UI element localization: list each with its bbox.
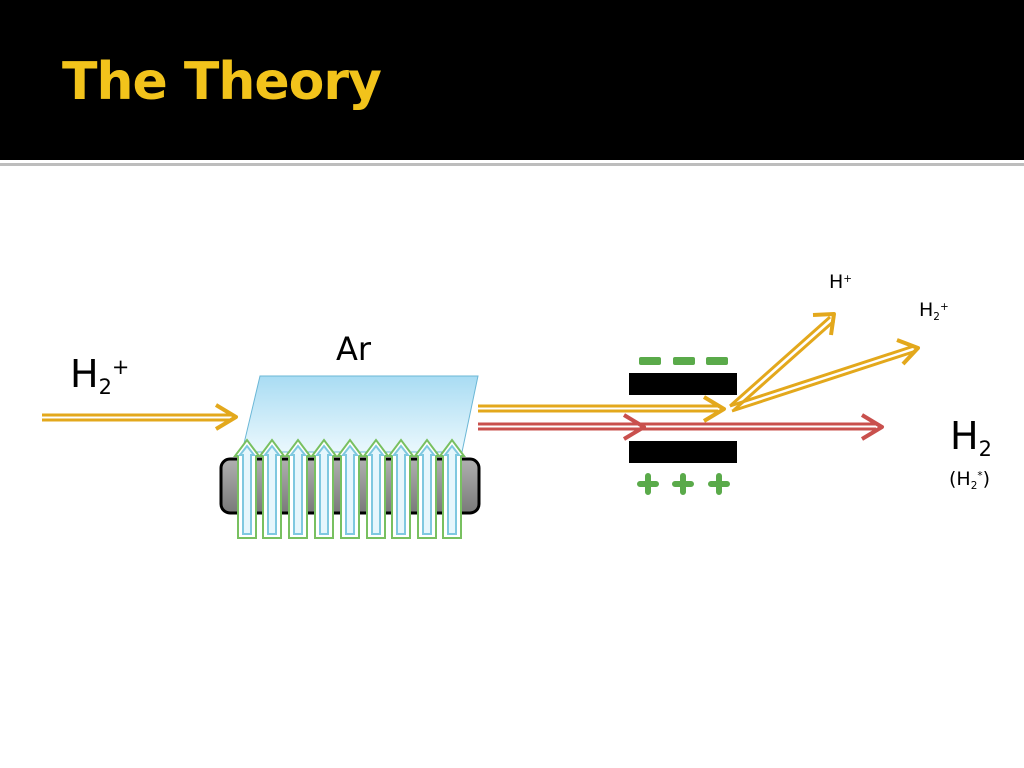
excited-neutral-label: (H2*): [949, 468, 990, 492]
gas-jet: [233, 438, 261, 539]
gas-jet: [258, 438, 286, 539]
gas-jets: [233, 438, 466, 539]
title-bar: The Theory: [0, 0, 1024, 160]
incoming-beam-arrow: [42, 403, 238, 431]
neutral-beam-arrow: [478, 413, 884, 441]
gas-jet: [284, 438, 312, 539]
gas-jet: [362, 438, 390, 539]
negative-charge-marks: [639, 357, 728, 365]
proton-label: H+: [829, 271, 853, 293]
deflected-ion-label: H2+: [919, 299, 949, 323]
incoming-ion-label: H2+: [70, 352, 130, 400]
gas-jet: [438, 438, 466, 539]
gas-jet: [310, 438, 338, 539]
gas-jet: [336, 438, 364, 539]
deflector-plate-positive: [629, 441, 737, 463]
deflector-plate-negative: [629, 373, 737, 395]
gas-cell-label: Ar: [336, 330, 372, 368]
positive-charge-marks: [637, 473, 730, 495]
gas-jet: [413, 438, 441, 539]
slide-title: The Theory: [62, 52, 382, 112]
proton-deflection-arrow: [729, 312, 836, 412]
gas-cell: [241, 375, 479, 453]
gas-jet: [387, 438, 415, 539]
ion-deflection-arrow: [729, 338, 920, 413]
neutral-label: H2: [950, 414, 992, 462]
title-divider: [0, 163, 1024, 166]
exit-ion-beam-arrow: [478, 395, 726, 423]
